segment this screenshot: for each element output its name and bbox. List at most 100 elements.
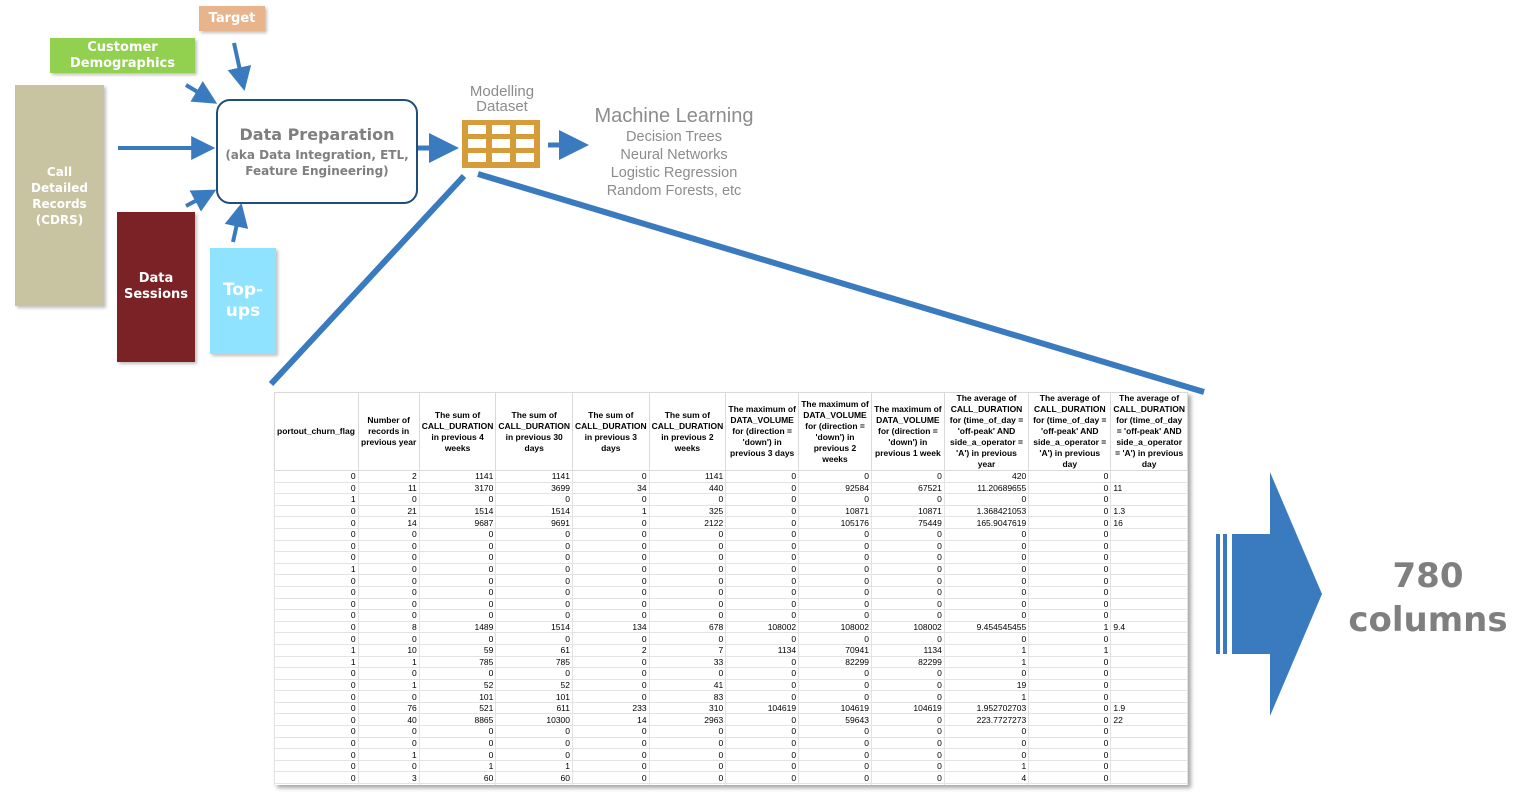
table-cell: 0 [357, 585, 420, 599]
ml-item-decision-trees: Decision Trees [626, 129, 722, 145]
column-header: The sum of CALL_DURATION in previous 4 w… [418, 392, 497, 471]
table-cell: 0 [725, 667, 800, 680]
table-cell [1110, 783, 1188, 785]
table-cell: 0 [357, 527, 420, 541]
table-cell: 0 [648, 736, 727, 750]
table-cell: 82299 [798, 655, 872, 669]
machine-learning-heading: Machine Learning [594, 105, 754, 127]
table-cell: 0 [870, 585, 945, 599]
table-cell: 0 [572, 736, 650, 750]
table-cell: 233 [572, 701, 650, 715]
table-cell: 4 [943, 771, 1030, 785]
table-cell: 0 [648, 632, 727, 645]
table-cell: 10300 [495, 713, 573, 727]
table-cell: 0 [725, 748, 800, 761]
table-cell: 0 [725, 783, 800, 785]
cdrs-box: Call Detailed Records (CDRS) [15, 85, 104, 306]
table-cell: 0 [870, 725, 945, 738]
table-cell: 41 [648, 678, 727, 692]
table-cell: 1 [357, 678, 420, 692]
table-cell: 0 [725, 481, 800, 495]
table-cell: 0 [495, 736, 573, 750]
table-cell: 0 [495, 574, 573, 587]
table-cell: 0 [495, 597, 573, 611]
table-cell: 0 [418, 527, 497, 541]
table-cell: 0 [648, 759, 727, 773]
table-cell: 0 [572, 725, 650, 738]
table-cell: 0 [418, 574, 497, 587]
table-cell: 19 [943, 678, 1030, 692]
table-cell: 0 [274, 632, 359, 645]
table-cell: 0 [418, 562, 497, 576]
table-cell: 0 [798, 783, 872, 785]
table-cell: 14 [357, 516, 420, 529]
table-cell: 0 [725, 609, 800, 622]
table-cell: 0 [798, 725, 872, 738]
table-cell: 0 [870, 759, 945, 773]
table-cell: 0 [870, 609, 945, 622]
table-cell: 0 [648, 585, 727, 599]
table-cell: 0 [418, 725, 497, 738]
table-cell: 0 [870, 493, 945, 506]
table-cell: 0 [1028, 783, 1112, 785]
table-cell: 0 [418, 748, 497, 761]
table-cell: 0 [418, 632, 497, 645]
table-cell: 0 [495, 562, 573, 576]
table-cell [1110, 609, 1188, 622]
table-cell: 0 [1028, 713, 1112, 727]
table-cell: 1 [357, 748, 420, 761]
table-cell: 134 [572, 620, 650, 634]
table-cell: 0 [1028, 481, 1112, 495]
table-cell: 0 [1028, 759, 1112, 773]
table-cell: 0 [870, 713, 945, 727]
customer-demographics-box: Customer Demographics [50, 38, 195, 73]
table-cell: 0 [870, 667, 945, 680]
table-cell: 0 [943, 736, 1030, 750]
table-cell [1110, 678, 1188, 692]
table-cell: 0 [1028, 748, 1112, 761]
table-cell: 1 [357, 783, 420, 785]
table-cell: 0 [725, 655, 800, 669]
table-cell: 52 [418, 678, 497, 692]
column-header: Number of records in previous year [357, 392, 420, 471]
table-cell: 1141 [495, 470, 573, 483]
table-cell [1110, 725, 1188, 738]
table-cell: 0 [870, 539, 945, 553]
modelling-dataset-label: Modelling Dataset [469, 83, 535, 115]
table-cell: 0 [725, 690, 800, 703]
column-header: The average of CALL_DURATION for (time_o… [1028, 392, 1112, 471]
table-cell: 104619 [798, 701, 872, 715]
table-cell: 33 [648, 655, 727, 669]
table-cell [1110, 632, 1188, 645]
table-cell: 1 [943, 643, 1030, 657]
table-cell: 0 [798, 609, 872, 622]
table-cell: 0 [648, 493, 727, 506]
table-cell: 0 [725, 493, 800, 506]
table-cell: 14 [572, 713, 650, 727]
table-cell: 3170 [418, 481, 497, 495]
table-cell: 0 [943, 493, 1030, 506]
table-cell: 0 [357, 725, 420, 738]
table-cell: 59 [418, 643, 497, 657]
table-cell: 0 [274, 678, 359, 692]
table-cell [1110, 736, 1188, 750]
table-cell: 0 [648, 551, 727, 564]
table-cell: 0 [274, 516, 359, 529]
table-cell: 0 [274, 667, 359, 680]
table-cell: 0 [798, 632, 872, 645]
table-cell: 0 [418, 539, 497, 553]
table-cell: 0 [495, 493, 573, 506]
table-cell: 9687 [418, 516, 497, 529]
table-cell: 0 [495, 527, 573, 541]
table-cell: 0 [572, 690, 650, 703]
table-cell: 52.75 [943, 783, 1030, 785]
data-sessions-box: Data Sessions [117, 212, 195, 362]
table-cell: 1 [418, 759, 497, 773]
